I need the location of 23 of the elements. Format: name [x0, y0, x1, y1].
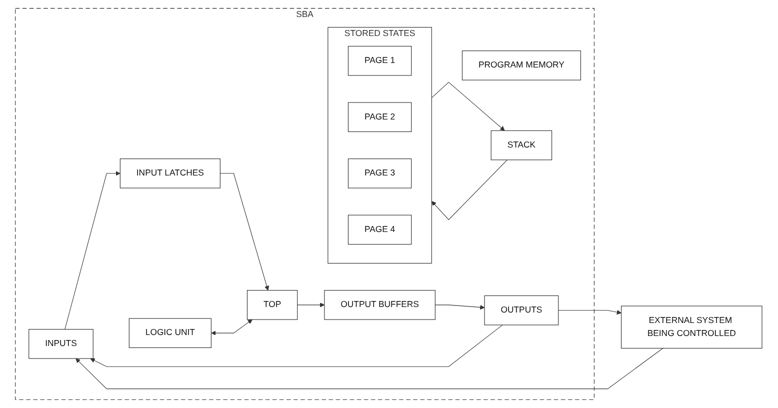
node-box: INPUT LATCHES: [120, 158, 221, 188]
node-box: OUTPUT BUFFERS: [324, 290, 436, 320]
arrow: [212, 319, 253, 336]
arrow: [558, 310, 622, 315]
node-box: PAGE 3: [348, 158, 412, 188]
node-box: PAGE 1: [348, 46, 412, 76]
arrow: [432, 82, 506, 131]
node-box: EXTERNAL SYSTEM BEING CONTROLLED: [621, 306, 763, 348]
node-box: OUTPUTS: [484, 295, 559, 326]
node-box: TOP: [247, 290, 298, 320]
arrow: [220, 173, 270, 291]
arrow: [432, 160, 508, 220]
node-box: STACK: [491, 130, 552, 160]
arrow: [90, 324, 504, 367]
arrow: [435, 304, 486, 310]
arrow: [76, 348, 664, 390]
node-box: PAGE 4: [348, 214, 412, 245]
node-box: PROGRAM MEMORY: [462, 50, 582, 80]
node-box: INPUTS: [28, 329, 94, 359]
node-box: PAGE 2: [348, 102, 412, 132]
arrow: [64, 171, 121, 330]
node-box: LOGIC UNIT: [129, 318, 212, 348]
arrow: [297, 302, 325, 308]
